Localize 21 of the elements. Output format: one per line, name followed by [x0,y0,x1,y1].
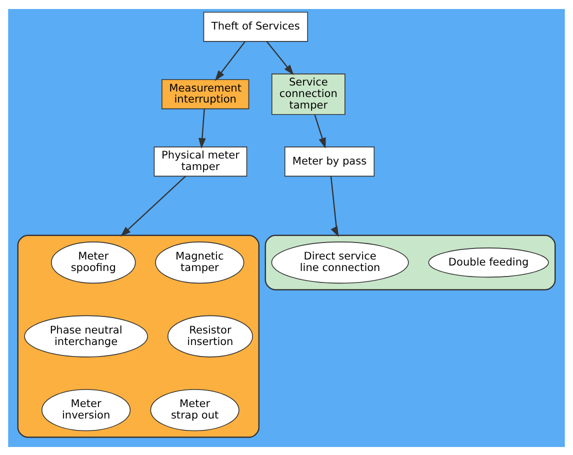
arrow [120,175,186,236]
arrow [198,108,206,148]
node-ellipse: Direct service line connection [271,241,409,284]
arrow [266,40,294,75]
node-ellipse: Resistor insertion [168,314,253,357]
node-ellipse: Double feeding [428,247,549,278]
node-ellipse: Magnetic tamper [155,241,244,284]
cluster [17,234,260,438]
node-ellipse: Meter strap out [150,388,240,431]
node-ellipse: Meter spoofing [50,241,136,284]
node-box: Meter by pass [284,146,375,176]
arrow [330,176,339,237]
node-box: Measurement interruption [162,78,250,109]
node-ellipse: Phase neutral interchange [24,314,148,357]
cluster [264,234,556,290]
node-box: Service connection tamper [272,73,346,114]
arrow [214,40,246,80]
arrow [314,114,326,148]
node-ellipse: Meter inversion [42,388,131,431]
node-box: Theft of Services [203,11,308,42]
node-box: Physical meter tamper [154,146,248,176]
